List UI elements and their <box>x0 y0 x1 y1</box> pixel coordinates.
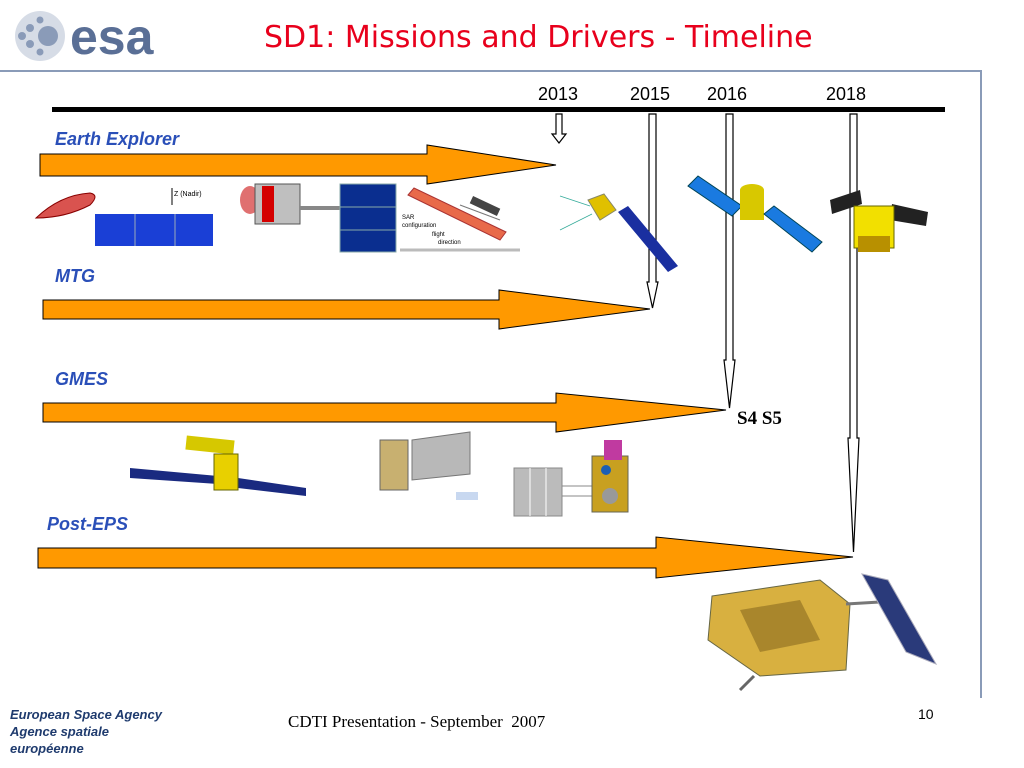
marker-2018 <box>847 113 860 553</box>
satellite-image-2 <box>240 183 397 253</box>
sar-configuration-image: SAR configuration flight direction <box>400 186 522 254</box>
gmes-marker-label: S4 S5 <box>737 408 782 429</box>
footer-agency-logo: European Space Agency Agence spatiale eu… <box>10 706 180 756</box>
row-label-gmes: GMES <box>55 369 109 389</box>
arrow-gmes <box>42 392 727 433</box>
post-eps-satellite-image <box>707 573 938 692</box>
year-2016-label: 2016 <box>707 84 748 104</box>
footer-agency-fr: Agence spatiale européenne <box>10 724 109 756</box>
arrow-post-eps <box>37 536 854 579</box>
marker-2015 <box>646 113 659 309</box>
marker-2016 <box>723 113 736 409</box>
year-2013-label: 2013 <box>538 84 579 104</box>
year-2018-label: 2018 <box>826 84 867 104</box>
gmes-satellite-image-2 <box>379 431 478 500</box>
svg-text:Z (Nadir): Z (Nadir) <box>174 191 202 198</box>
gmes-satellite-image-3 <box>513 440 629 517</box>
gmes-satellite-image-1 <box>130 435 306 496</box>
satellite-image-2015 <box>559 193 678 272</box>
header-divider <box>0 70 982 72</box>
slide-title: SD1: Missions and Drivers - Timeline <box>264 20 813 55</box>
svg-text:direction: direction <box>438 240 461 246</box>
svg-text:SAR: SAR <box>402 215 415 221</box>
marker-2013 <box>550 113 568 144</box>
logo-globe-icon <box>15 11 65 61</box>
row-label-earth-explorer: Earth Explorer <box>55 129 180 149</box>
satellite-image-2016 <box>687 175 823 253</box>
svg-text:configuration: configuration <box>402 223 436 229</box>
year-2015-label: 2015 <box>630 84 671 104</box>
row-label-post-eps: Post-EPS <box>47 514 129 534</box>
logo-text: esa <box>70 9 155 64</box>
arrow-mtg <box>42 289 651 330</box>
right-border <box>980 70 982 698</box>
row-label-mtg: MTG <box>55 266 95 286</box>
page-number: 10 <box>918 706 934 722</box>
esa-logo: esa <box>8 6 193 65</box>
svg-text:flight: flight <box>432 232 445 238</box>
timeline-axis <box>52 107 945 112</box>
arrow-earth-explorer <box>39 144 557 185</box>
satellite-image-2018 <box>830 190 928 252</box>
satellite-image-1: Z (Nadir) <box>34 188 213 246</box>
footer-text: CDTI Presentation - September 2007 <box>288 712 546 731</box>
footer-agency-en: European Space Agency <box>10 707 162 722</box>
